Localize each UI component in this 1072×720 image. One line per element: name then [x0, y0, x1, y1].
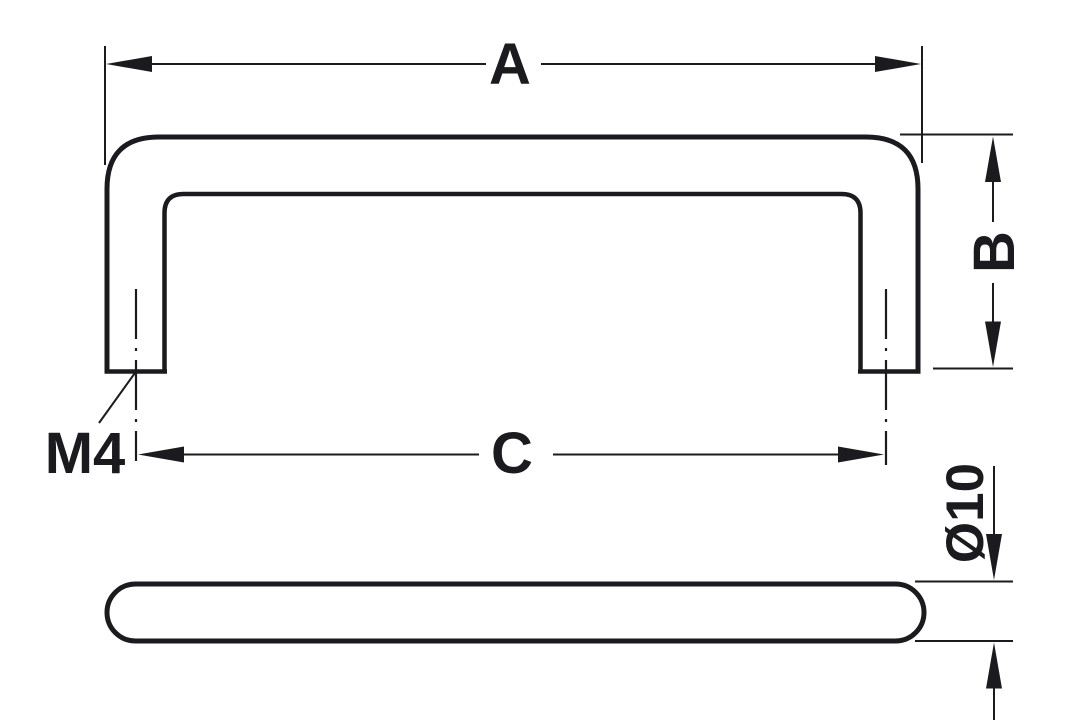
thread-label: M4	[45, 421, 126, 486]
handle-inner-outline	[162, 191, 863, 372]
arrowhead-right-icon	[875, 56, 921, 72]
arrowhead-right-icon	[838, 446, 884, 463]
dimension-c: C	[138, 421, 884, 486]
dim-label-a: A	[489, 32, 531, 97]
drawing-ink-fill: A B C	[45, 32, 1027, 720]
arrowhead-left-icon	[106, 56, 152, 72]
dimension-a: A	[104, 32, 923, 165]
arrowhead-left-icon	[138, 446, 184, 463]
arrowhead-down-icon	[986, 534, 1002, 580]
dim-label-c: C	[491, 421, 533, 486]
handle-outer-outline	[104, 134, 921, 372]
bar-outline	[104, 581, 927, 644]
dim-label-b: B	[962, 231, 1027, 273]
thread-leader-line	[98, 370, 137, 424]
drawing-ink-stroke: A B C	[45, 32, 1027, 720]
side-view-bar	[104, 581, 927, 644]
dimension-b: B	[900, 133, 1027, 370]
diameter-label: Ø10	[936, 463, 995, 563]
dimension-diameter: Ø10	[915, 463, 1013, 720]
thread-callout: M4	[45, 370, 137, 486]
front-view-handle	[104, 134, 921, 465]
arrowhead-up-icon	[986, 642, 1002, 689]
arrowhead-down-icon	[985, 321, 1001, 367]
arrowhead-up-icon	[985, 136, 1001, 182]
